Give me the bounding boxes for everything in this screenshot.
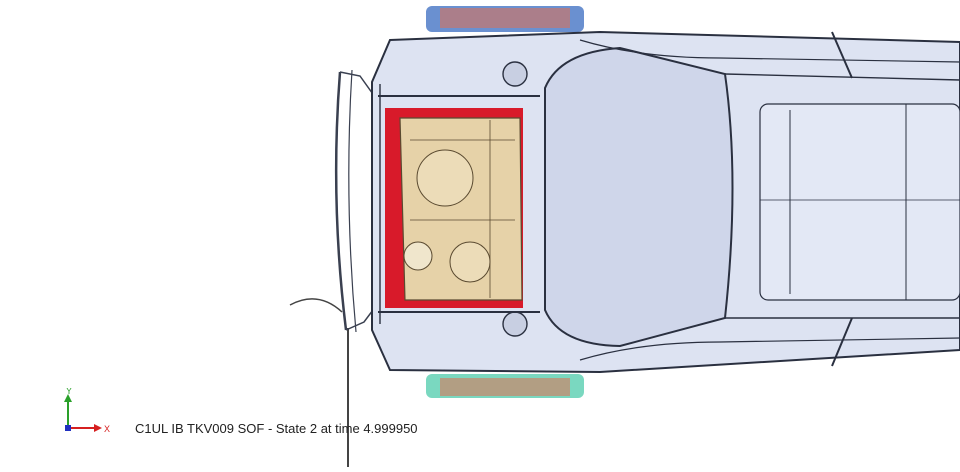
barrier (289, 298, 349, 467)
engine-bay (385, 108, 523, 308)
axis-triad: Y X (56, 386, 116, 440)
tire-bottom (426, 374, 584, 398)
x-axis-arrowhead (94, 424, 102, 432)
z-axis-marker (65, 425, 71, 431)
front-rails (378, 84, 540, 324)
state-caption: C1UL IB TKV009 SOF - State 2 at time 4.9… (135, 421, 418, 436)
x-axis-label: X (104, 424, 110, 434)
tire-top (426, 6, 584, 32)
y-axis-arrowhead (64, 394, 72, 402)
y-axis-label: Y (66, 388, 72, 396)
